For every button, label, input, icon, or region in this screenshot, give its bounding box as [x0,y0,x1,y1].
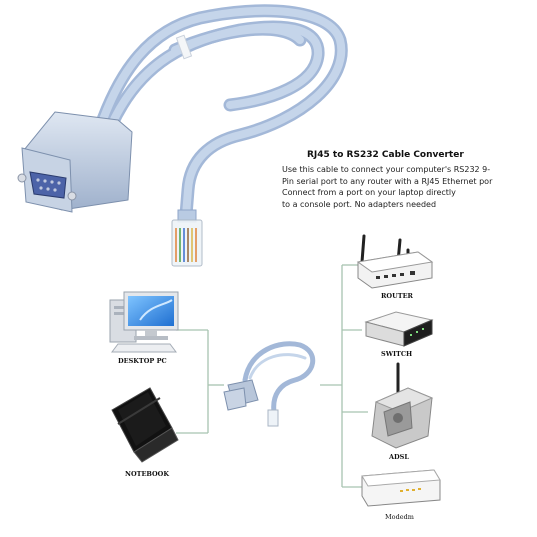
description-line: Pin serial port to any router with a RJ4… [282,176,493,186]
small-cable-icon [223,341,316,427]
switch-label: SWITCH [381,350,413,358]
desktop-pc-icon [109,291,179,353]
product-description: Use this cable to connect your computer'… [282,164,532,210]
product-title: RJ45 to RS232 Cable Converter [307,150,464,160]
notebook-icon [111,387,179,463]
adsl-label: ADSL [389,453,409,461]
notebook-label: NOTEBOOK [125,470,169,478]
adsl-icon [371,362,434,449]
description-line: Use this cable to connect your computer'… [282,165,491,174]
db9-connector-icon [17,111,133,213]
connection-lines [176,264,368,488]
description-line: Connect from a port on your laptop direc… [282,188,456,197]
router-icon [356,234,434,289]
switch-icon [364,311,434,347]
modem-label: Modedm [385,513,414,521]
description-line: to a console port. No adapters needed [282,199,437,209]
rj45-plug-icon [171,209,203,267]
rj45-rs232-cable-image [17,4,348,267]
router-label: ROUTER [381,292,413,300]
desktop-pc-label: DESKTOP PC [118,357,167,365]
modem-icon [361,469,441,507]
